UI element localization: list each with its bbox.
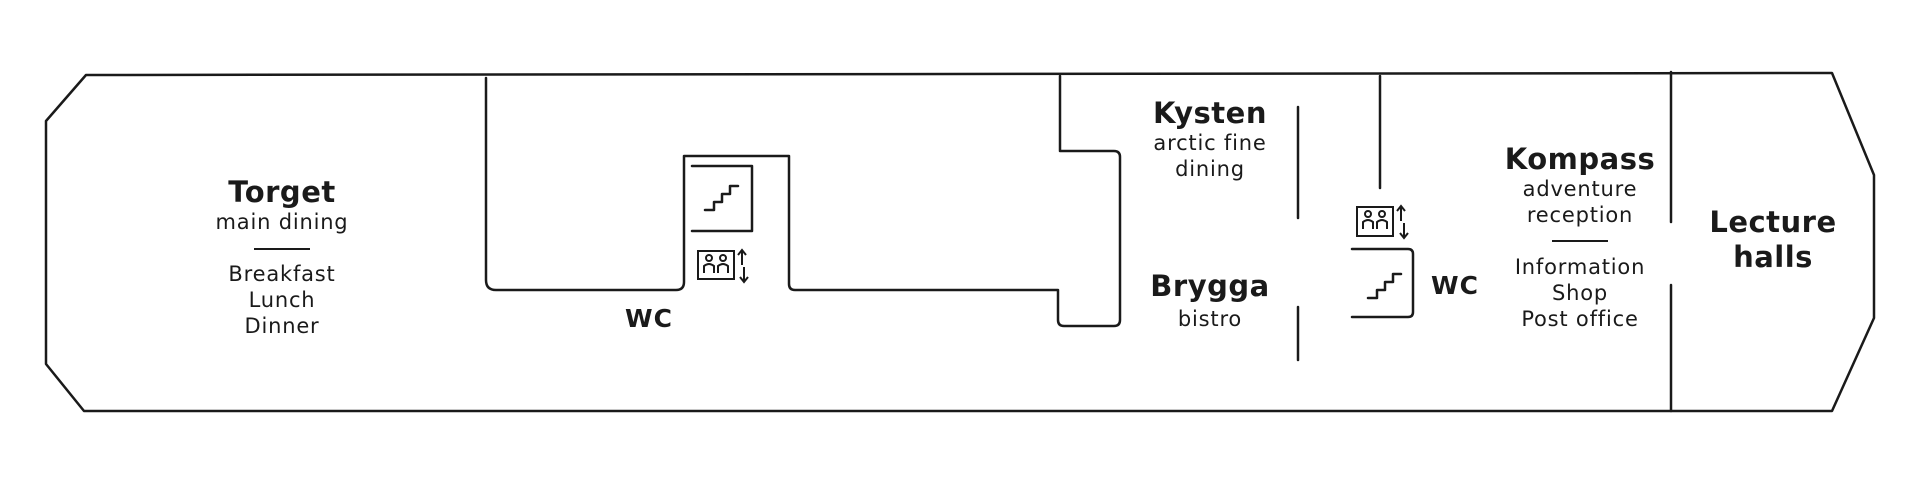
torget-title: Torget [228, 175, 336, 209]
brygga-subtitle: bistro [1177, 307, 1243, 331]
elevator-icon [697, 248, 749, 284]
torget-service-dinner: Dinner [244, 314, 320, 338]
stairs-icon-right [1366, 272, 1403, 300]
wc-label-center: WC [625, 304, 673, 333]
kompass-subtitle-line2: reception [1526, 203, 1634, 227]
kysten-subtitle-line2: dining [1175, 157, 1245, 181]
lecture-halls-title-line1: Lecture [1709, 205, 1837, 239]
elevator-icon-right [1356, 204, 1409, 240]
interior-wall-center [484, 74, 1122, 328]
wc-label-right: WC [1431, 271, 1479, 300]
kompass-service-information: Information [1514, 255, 1646, 279]
kysten-subtitle-line1: arctic fine [1153, 131, 1267, 155]
torget-subtitle: main dining [215, 210, 349, 234]
torget-divider [254, 248, 310, 250]
wc-right-stairwell [1350, 247, 1415, 319]
torget-service-lunch: Lunch [248, 288, 316, 312]
kompass-divider [1552, 240, 1608, 242]
hull-outline [44, 71, 1876, 413]
lecture-halls-title-line2: halls [1733, 240, 1813, 274]
kompass-title: Kompass [1504, 142, 1656, 176]
kysten-title: Kysten [1153, 96, 1267, 130]
brygga-title: Brygga [1150, 269, 1270, 303]
kompass-subtitle-line1: adventure [1522, 177, 1638, 201]
kompass-service-post-office: Post office [1521, 307, 1639, 331]
stairs-icon [690, 164, 754, 233]
kompass-service-shop: Shop [1551, 281, 1609, 305]
torget-service-breakfast: Breakfast [228, 262, 336, 286]
